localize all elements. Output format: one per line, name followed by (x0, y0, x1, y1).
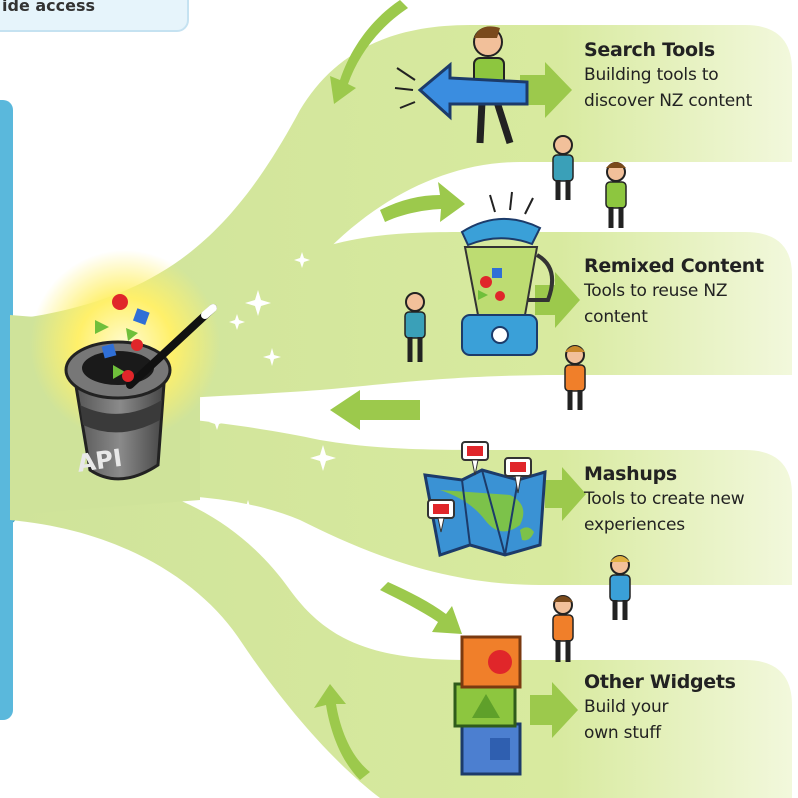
top-callout-text: ide access (2, 0, 96, 15)
map-pin-icon (427, 499, 455, 533)
sparkle-icon (263, 348, 281, 366)
sparkle-icon (245, 290, 271, 316)
magic-hat-icon: API (64, 340, 172, 481)
sparkle-icon (294, 252, 310, 268)
top-callout: ide access (0, 0, 189, 32)
band-title: Search Tools (584, 39, 715, 61)
sparkle-icon (264, 519, 280, 535)
sparkles (209, 252, 336, 535)
flow-arrows (314, 0, 586, 780)
arrow-to-widgets-icon (530, 682, 578, 738)
band-description: Tools to reuse NZ content (584, 281, 728, 327)
person-icon (564, 345, 586, 410)
band-other-widgets: Other Widgets Build your own stuff (584, 670, 736, 746)
arrow-back-mashups (330, 390, 420, 430)
sparkle-icon (229, 314, 245, 330)
arrow-back-search (330, 0, 408, 104)
arrow-to-remix (380, 182, 465, 222)
band-remixed-content: Remixed Content Tools to reuse NZ conten… (584, 254, 764, 330)
sparkle-icon (209, 414, 225, 430)
person-icon (404, 292, 426, 362)
band-description: Build your own stuff (584, 697, 669, 743)
left-blue-panel (0, 100, 13, 720)
band-title: Other Widgets (584, 671, 736, 693)
sparkle-icon (235, 500, 261, 526)
flow-to-widgets (10, 470, 792, 798)
arrow-to-search-icon (520, 62, 572, 118)
band-mashups: Mashups Tools to create new experiences (584, 462, 774, 538)
person-icon (609, 555, 631, 620)
band-title: Remixed Content (584, 255, 764, 277)
sparkle-icon (310, 445, 336, 471)
arrow-to-mashups-icon (545, 467, 586, 521)
person-icon (605, 162, 627, 228)
magic-wand-icon (126, 304, 217, 389)
map-icon (423, 441, 547, 557)
band-title: Mashups (584, 463, 677, 485)
band-search-tools: Search Tools Building tools to discover … (584, 38, 784, 114)
widget-blocks-icon (453, 635, 522, 776)
person-icon (552, 595, 574, 662)
arrow-to-remix-icon (535, 272, 580, 328)
arrow-back-widgets (314, 684, 370, 780)
search-person-icon (394, 26, 529, 145)
band-description: Building tools to discover NZ content (584, 65, 753, 111)
hub-label: API (75, 444, 124, 478)
band-description: Tools to create new experiences (584, 489, 745, 535)
arrow-to-widgets (380, 582, 462, 634)
confetti (95, 294, 150, 382)
blender-icon (460, 191, 555, 356)
map-pin-icon (504, 457, 532, 494)
flow-to-mashups (10, 410, 792, 585)
person-icon (552, 135, 574, 200)
map-pin-icon (461, 441, 489, 476)
